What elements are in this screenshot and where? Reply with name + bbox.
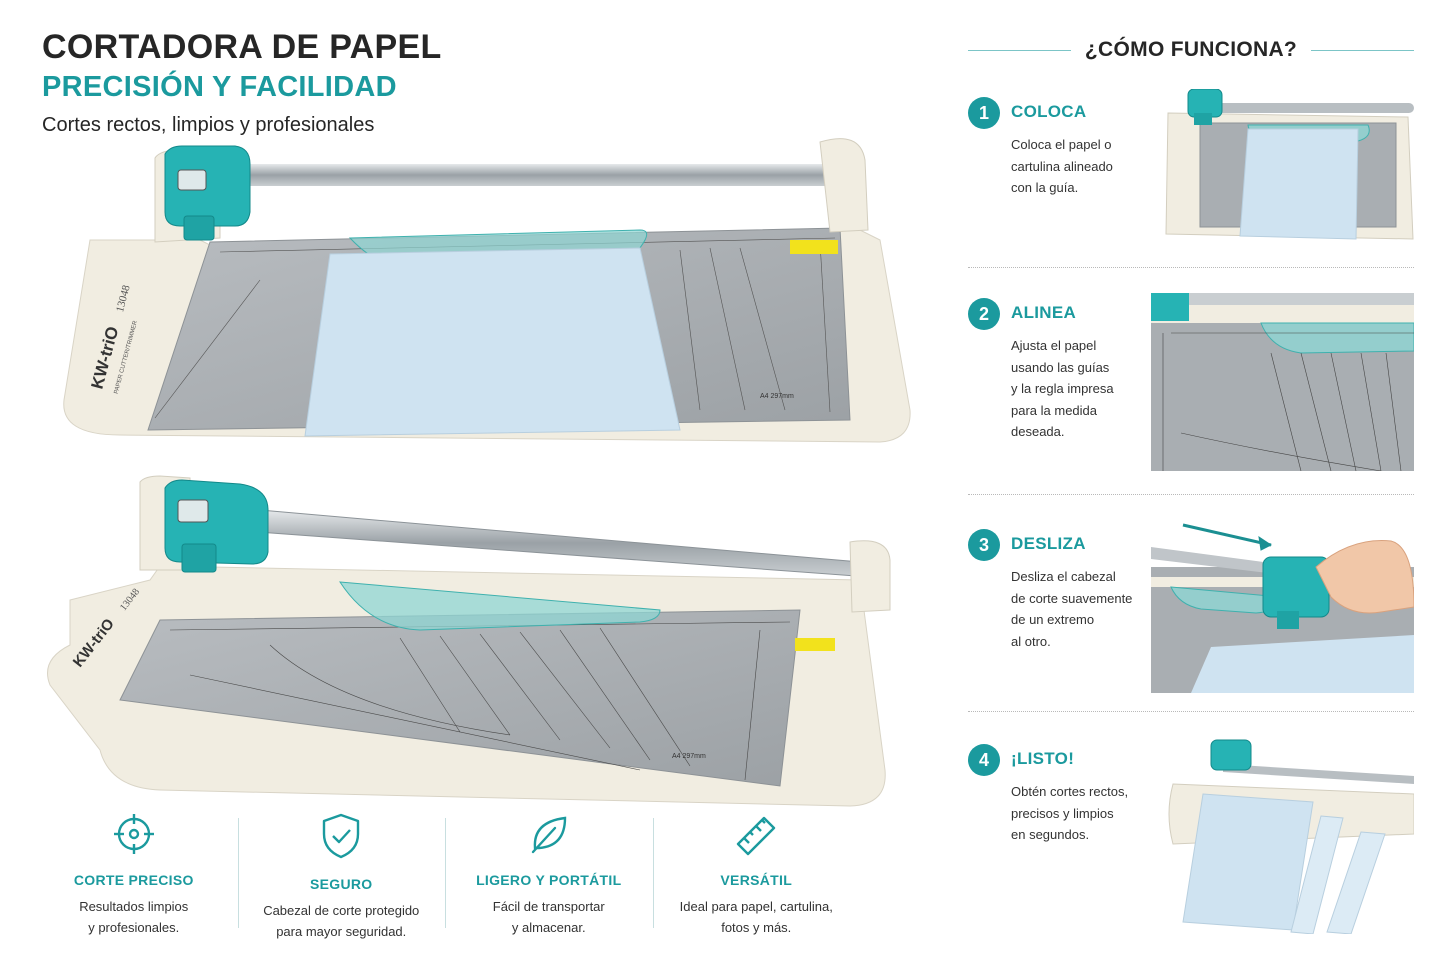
step-4-image [1168, 739, 1414, 934]
how-it-works-header: ¿CÓMO FUNCIONA? [968, 38, 1414, 62]
step-3-image [1151, 523, 1414, 693]
feature-title: CORTE PRECISO [73, 872, 194, 888]
page-title: CORTADORA DE PAPEL [42, 28, 442, 66]
step-title: ¡LISTO! [1011, 749, 1075, 768]
step-title: COLOCA [1011, 102, 1087, 121]
step-separator [968, 711, 1414, 712]
product-image-bottom: A4 297mm KW-triO 13048 [47, 475, 891, 807]
step-separator [968, 494, 1414, 495]
step-separator [968, 267, 1414, 268]
step-1-image [1165, 89, 1414, 240]
step-title: DESLIZA [1011, 534, 1086, 553]
step-number: 3 [968, 529, 1000, 561]
feature-title: VERSÁTIL [720, 872, 793, 888]
product-image-top: A4 297mm KW-triO 13048 PAPER CUTTER/TRIM… [63, 138, 911, 443]
feature-desc: Ideal para papel, cartulina,fotos y más. [679, 899, 833, 935]
crosshair-icon [113, 814, 154, 854]
step-2-image [1151, 293, 1414, 471]
label-a4-bottom: A4 297mm [672, 753, 706, 760]
page-tagline: Cortes rectos, limpios y profesionales [42, 114, 375, 136]
ruler-icon [737, 816, 776, 856]
step-4: 4 ¡LISTO! Obtén cortes rectos,precisos y… [968, 739, 1414, 944]
shield-check-icon [323, 813, 360, 859]
feature-versatile: VERSÁTIL Ideal para papel, cartulina,fot… [652, 812, 861, 942]
step-number: 4 [968, 744, 1000, 776]
feature-title: SEGURO [310, 876, 373, 892]
step-number: 1 [968, 97, 1000, 129]
feature-title: LIGERO Y PORTÁTIL [476, 872, 622, 888]
label-a4: A4 297mm [760, 393, 794, 400]
how-it-works-panel: ¿CÓMO FUNCIONA? 1 COLOCA Coloca el papel… [968, 0, 1414, 960]
header: CORTADORA DE PAPEL PRECISIÓN Y FACILIDAD… [42, 28, 442, 137]
page-subtitle: PRECISIÓN Y FACILIDAD [42, 71, 397, 103]
step-title: ALINEA [1011, 303, 1077, 322]
leaf-icon [531, 816, 566, 854]
step-number: 2 [968, 298, 1000, 330]
how-it-works-title: ¿CÓMO FUNCIONA? [1084, 38, 1298, 61]
